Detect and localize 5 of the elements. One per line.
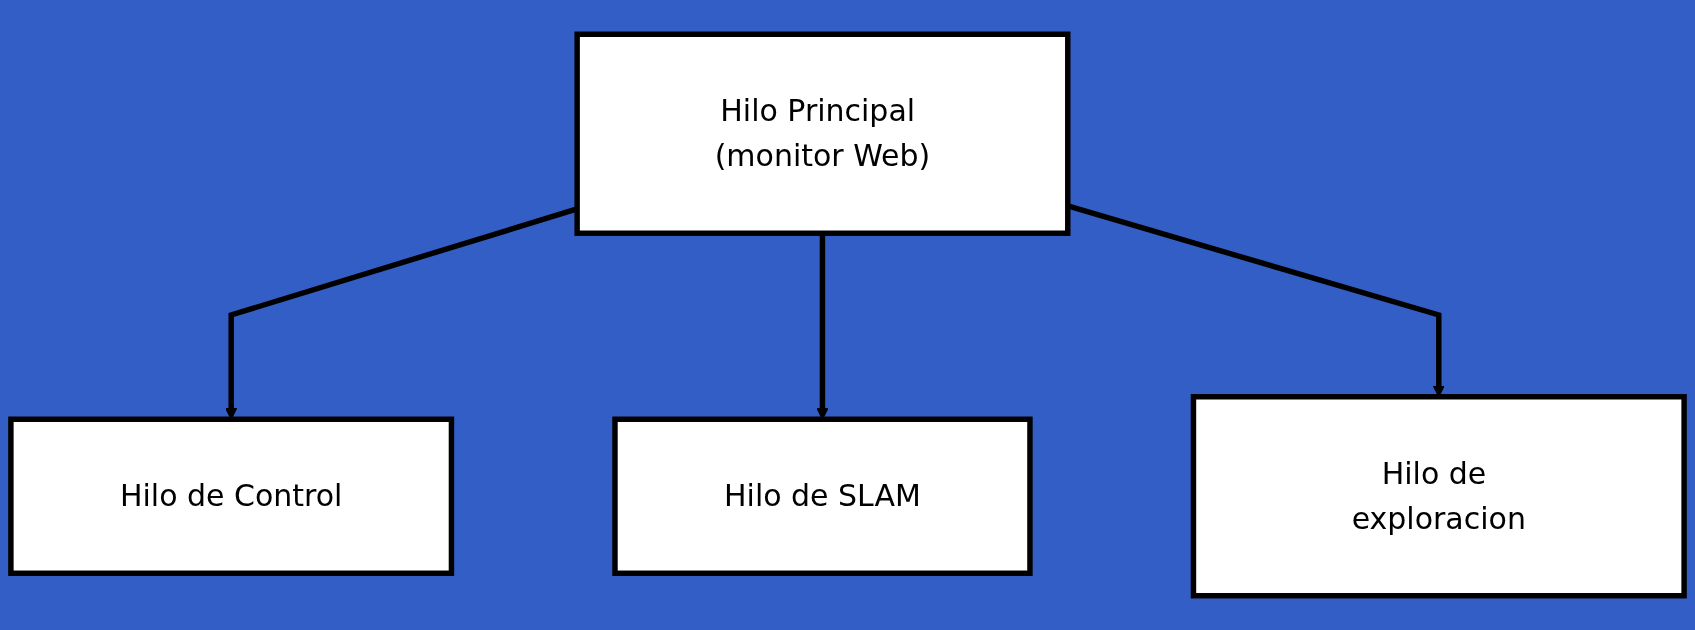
node-box: Hilo de SLAM (612, 416, 1033, 576)
arrow (816, 233, 829, 420)
node-box: Hilo de Control (8, 416, 455, 576)
node-box: Hilo de exploracion (1190, 394, 1687, 599)
node-box: Hilo Principal (monitor Web) (574, 31, 1071, 236)
